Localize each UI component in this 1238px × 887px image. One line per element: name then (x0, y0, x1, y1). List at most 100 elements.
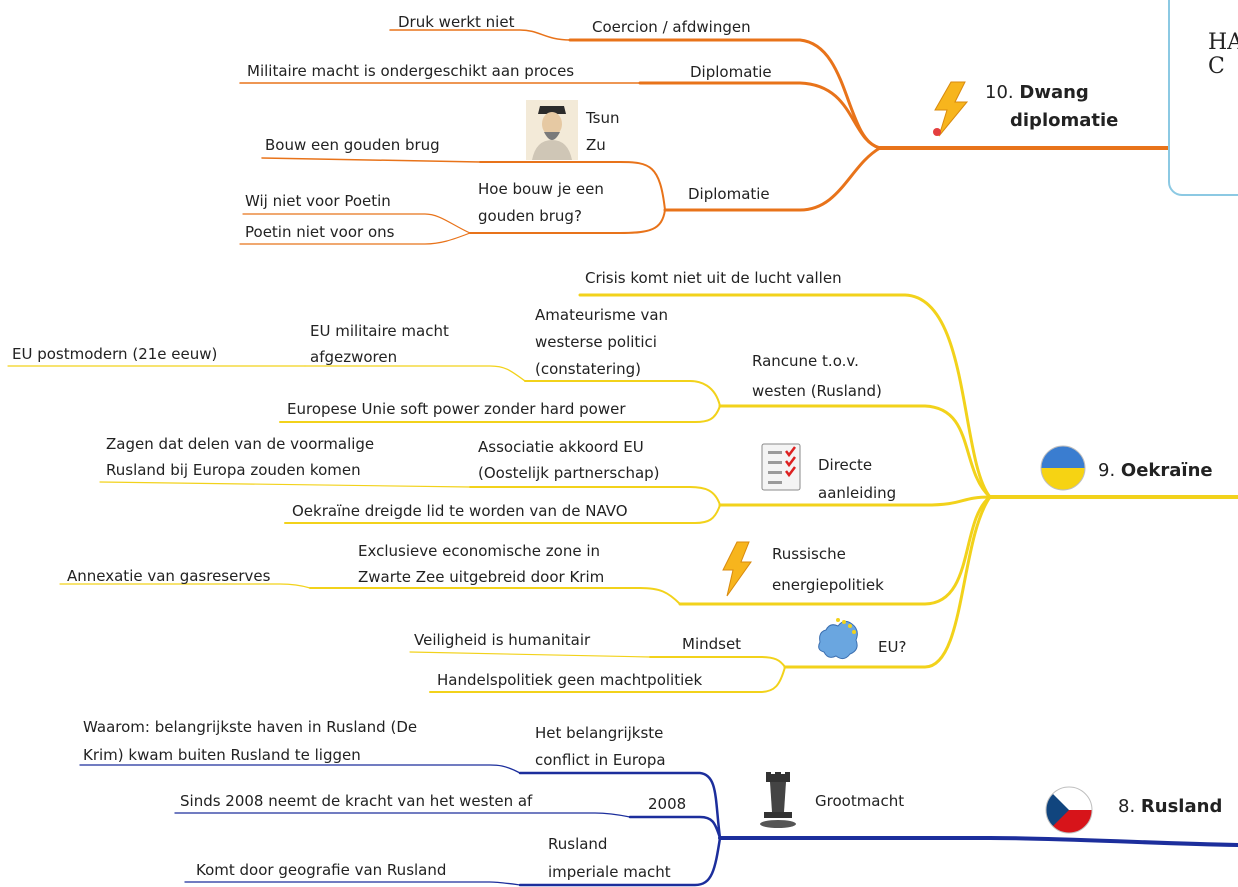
node-rancune-2[interactable]: westen (Rusland) (752, 382, 882, 400)
branch-9-soft-line (279, 405, 721, 423)
chess-rook-icon (760, 772, 796, 828)
node-hoe-bouw-2[interactable]: gouden brug? (478, 207, 582, 225)
branch-9-directe-line (718, 495, 992, 507)
node-zagen-1[interactable]: Zagen dat delen van de voormalige (106, 435, 375, 453)
node-waarom-1[interactable]: Waarom: belangrijkste haven in Rusland (… (83, 718, 418, 736)
node-amateurisme-3[interactable]: (constatering) (535, 360, 641, 378)
node-coercion[interactable]: Coercion / afdwingen (592, 18, 751, 36)
branch-8-imperiale-line (518, 836, 722, 887)
branch-9-rancune-line (718, 404, 992, 499)
node-wij-niet-voor-poetin[interactable]: Wij niet voor Poetin (245, 192, 391, 210)
node-energiepolitiek[interactable]: energiepolitiek (772, 576, 884, 594)
branch-8-waarom-line (79, 764, 521, 774)
branch-8-number: 8. (1118, 796, 1136, 817)
node-soft-power[interactable]: Europese Unie soft power zonder hard pow… (287, 400, 626, 418)
node-crisis[interactable]: Crisis komt niet uit de lucht vallen (585, 269, 842, 287)
branch-8-grootmacht-line (518, 771, 722, 840)
node-russische[interactable]: Russische (772, 545, 846, 563)
node-conflict-2[interactable]: conflict in Europa (535, 751, 666, 769)
node-associatie-1[interactable]: Associatie akkoord EU (478, 438, 644, 456)
branch-10-hoe-line (469, 209, 666, 234)
node-exclusieve-2[interactable]: Zwarte Zee uitgebreid door Krim (358, 568, 605, 586)
branch-9-eu-line (783, 495, 992, 669)
branch-10-diplomatie1-line (638, 81, 882, 150)
branch-10-title-line1: Dwang (1019, 82, 1089, 103)
node-2008[interactable]: 2008 (648, 795, 687, 813)
node-poetin-niet-voor-ons[interactable]: Poetin niet voor ons (245, 223, 395, 241)
branch-9-title[interactable]: 9. Oekraïne (1098, 458, 1213, 484)
branch-10-wij-line (242, 213, 471, 234)
node-annexatie[interactable]: Annexatie van gasreserves (67, 567, 271, 585)
branch-10-bouw-line (261, 157, 481, 163)
branch-10-poetin-line (239, 232, 471, 245)
branch-9-amateur-line (524, 380, 721, 407)
branch-9-number: 9. (1098, 460, 1116, 481)
branch-9-energie-line (678, 495, 992, 606)
branch-8-komt-line (184, 881, 521, 886)
node-veiligheid[interactable]: Veiligheid is humanitair (414, 631, 591, 649)
node-hoe-bouw-1[interactable]: Hoe bouw je een (478, 180, 604, 198)
node-diplomatie-2[interactable]: Diplomatie (688, 185, 770, 203)
node-mindset[interactable]: Mindset (682, 635, 742, 653)
branch-9-navo-line (284, 504, 721, 524)
branch-9-crisis-line (578, 293, 992, 499)
node-conflict-1[interactable]: Het belangrijkste (535, 724, 664, 742)
node-sinds-2008[interactable]: Sinds 2008 neemt de kracht van het weste… (180, 792, 533, 810)
branch-10-druk-line (389, 29, 571, 41)
branch-10-diplomatie2-line (663, 146, 882, 212)
node-aanleiding[interactable]: aanleiding (818, 484, 897, 502)
branch-9-title-text: Oekraïne (1120, 460, 1213, 481)
node-diplomatie-1[interactable]: Diplomatie (690, 63, 772, 81)
checklist-icon (761, 443, 801, 491)
sun-tzu-portrait-icon (526, 100, 578, 160)
node-druk-werkt-niet[interactable]: Druk werkt niet (398, 13, 515, 31)
branch-8-title[interactable]: 8. Rusland (1118, 794, 1222, 820)
node-eu[interactable]: EU? (878, 638, 907, 656)
central-topic-line1: HA (1208, 30, 1238, 55)
branch-9-eumil-line (304, 365, 526, 382)
branch-9-mindset-line (649, 656, 786, 668)
node-eu-militaire-1[interactable]: EU militaire macht (310, 322, 449, 340)
branch-8-sinds-line (174, 812, 631, 818)
branch-9-annexatie-line (59, 583, 311, 589)
node-eu-militaire-2[interactable]: afgezworen (310, 348, 398, 366)
node-handelspolitiek[interactable]: Handelspolitiek geen machtpolitiek (437, 671, 703, 689)
node-eu-postmodern[interactable]: EU postmodern (21e eeuw) (12, 345, 218, 363)
node-zagen-2[interactable]: Rusland bij Europa zouden komen (106, 461, 361, 479)
branch-8-2008-line (628, 815, 722, 840)
node-amateurisme-1[interactable]: Amateurisme van (535, 306, 669, 324)
czech-flag-icon (1045, 786, 1093, 834)
node-waarom-2[interactable]: Krim) kwam buiten Rusland te liggen (83, 746, 361, 764)
node-exclusieve-1[interactable]: Exclusieve economische zone in (358, 542, 601, 560)
node-grootmacht[interactable]: Grootmacht (815, 792, 905, 810)
node-zu[interactable]: Zu (586, 136, 606, 154)
branch-9-zagen-line (99, 481, 471, 488)
node-komt-door-geografie[interactable]: Komt door geografie van Rusland (196, 861, 447, 879)
node-tsun[interactable]: Tsun (586, 109, 620, 127)
lightning-icon (933, 81, 969, 137)
branch-10-title-line2[interactable]: diplomatie (1010, 110, 1119, 131)
branch-10-title[interactable]: 10. Dwang (985, 80, 1089, 106)
branch-9-exclusieve-line (309, 587, 681, 605)
branch-9-handel-line (429, 666, 786, 693)
node-bouw-gouden-brug[interactable]: Bouw een gouden brug (265, 136, 440, 154)
branch-8-main-line (718, 836, 1238, 847)
lightning-icon (722, 541, 752, 597)
branch-10-number: 10. (985, 82, 1014, 103)
node-amateurisme-2[interactable]: westerse politici (535, 333, 657, 351)
node-directe[interactable]: Directe (818, 456, 873, 474)
europe-map-icon (818, 618, 858, 660)
branch-8-title-text: Rusland (1140, 796, 1223, 817)
branch-10-tsun-line (479, 161, 666, 211)
ukraine-flag-icon (1040, 445, 1086, 491)
node-associatie-2[interactable]: (Oostelijk partnerschap) (478, 464, 660, 482)
central-topic-box[interactable]: HA C (1168, 0, 1238, 196)
node-imperiale-macht[interactable]: imperiale macht (548, 863, 671, 881)
node-rancune-1[interactable]: Rancune t.o.v. (752, 352, 859, 370)
node-militaire-macht[interactable]: Militaire macht is ondergeschikt aan pro… (247, 62, 575, 80)
branch-9-assoc-line (469, 486, 721, 506)
node-rusland[interactable]: Rusland (548, 835, 608, 853)
branch-9-veiligheid-line (409, 651, 651, 658)
node-navo[interactable]: Oekraïne dreigde lid te worden van de NA… (292, 502, 628, 520)
